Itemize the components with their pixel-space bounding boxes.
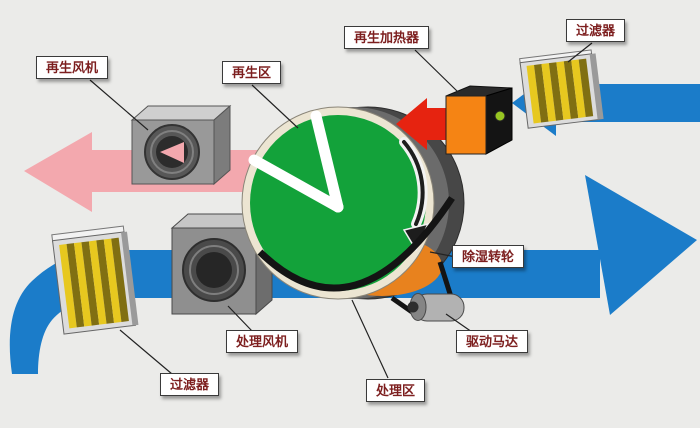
fan-flow-arrowhead xyxy=(160,142,184,163)
label-drive-motor: 驱动马达 xyxy=(456,330,529,353)
label-dehumid-wheel: 除湿转轮 xyxy=(452,245,525,268)
hot-air-arrow xyxy=(396,98,452,150)
regen-heater-graphic xyxy=(445,85,513,155)
label-regen-zone: 再生区 xyxy=(222,61,282,84)
dehumid-wheel-graphic xyxy=(241,106,465,300)
label-regen-heater: 再生加热器 xyxy=(344,26,430,49)
process-fan-graphic xyxy=(170,212,274,316)
label-regen-fan: 再生风机 xyxy=(36,56,109,79)
wheel-sector-divider xyxy=(248,154,344,213)
label-process-zone: 处理区 xyxy=(366,379,426,402)
label-process-fan: 处理风机 xyxy=(226,330,299,353)
regen-fan-graphic xyxy=(130,104,232,186)
wheel-sector-divider xyxy=(310,110,344,213)
drive-motor-graphic xyxy=(407,293,465,322)
filter-top-graphic xyxy=(519,49,604,129)
rotation-arrow xyxy=(399,137,430,252)
process-air-flow xyxy=(9,175,697,374)
leader-lines xyxy=(89,42,593,379)
heater-indicator-light xyxy=(494,110,506,122)
label-filter-top: 过滤器 xyxy=(566,19,626,42)
filter-bottom-graphic xyxy=(51,225,139,335)
label-filter-bottom: 过滤器 xyxy=(160,373,220,396)
